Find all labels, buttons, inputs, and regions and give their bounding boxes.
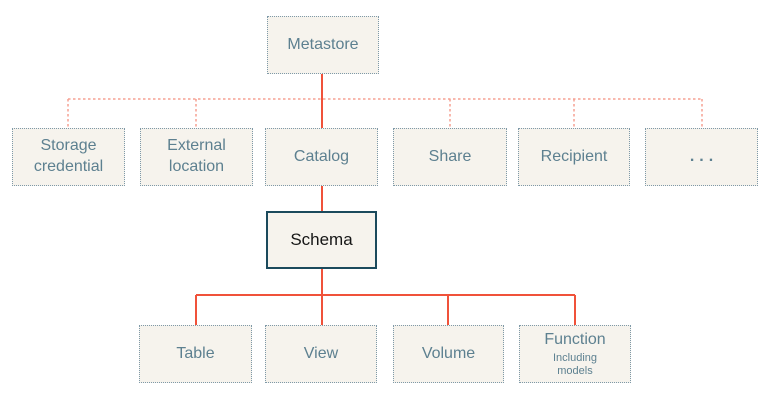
node-storage-credential: Storage credential [12, 128, 125, 186]
node-label: Function [544, 330, 606, 348]
node-label: View [303, 344, 339, 362]
solid-connectors [195, 74, 576, 325]
dashed-connectors [67, 98, 703, 128]
node-external-location: External location [140, 128, 253, 186]
node-schema: Schema [266, 211, 377, 269]
node-more: ... [645, 128, 758, 186]
node-volume: Volume [393, 325, 504, 383]
node-catalog: Catalog [265, 128, 378, 186]
node-table: Table [139, 325, 252, 383]
node-label: Volume [421, 344, 476, 362]
node-view: View [265, 325, 377, 383]
node-label: ... [689, 147, 719, 165]
node-label: Recipient [540, 147, 608, 165]
node-label: Storage credential [33, 137, 104, 175]
node-label: Table [176, 344, 215, 362]
node-function: Function Including models [519, 325, 631, 383]
node-label: Share [428, 147, 472, 165]
node-recipient: Recipient [518, 128, 630, 186]
node-label: Catalog [293, 147, 350, 165]
node-sublabel: Including models [552, 351, 598, 377]
node-metastore: Metastore [267, 16, 379, 74]
node-share: Share [393, 128, 507, 186]
node-label: Metastore [287, 35, 359, 53]
node-label: Schema [290, 229, 353, 249]
node-label: External location [167, 137, 226, 175]
